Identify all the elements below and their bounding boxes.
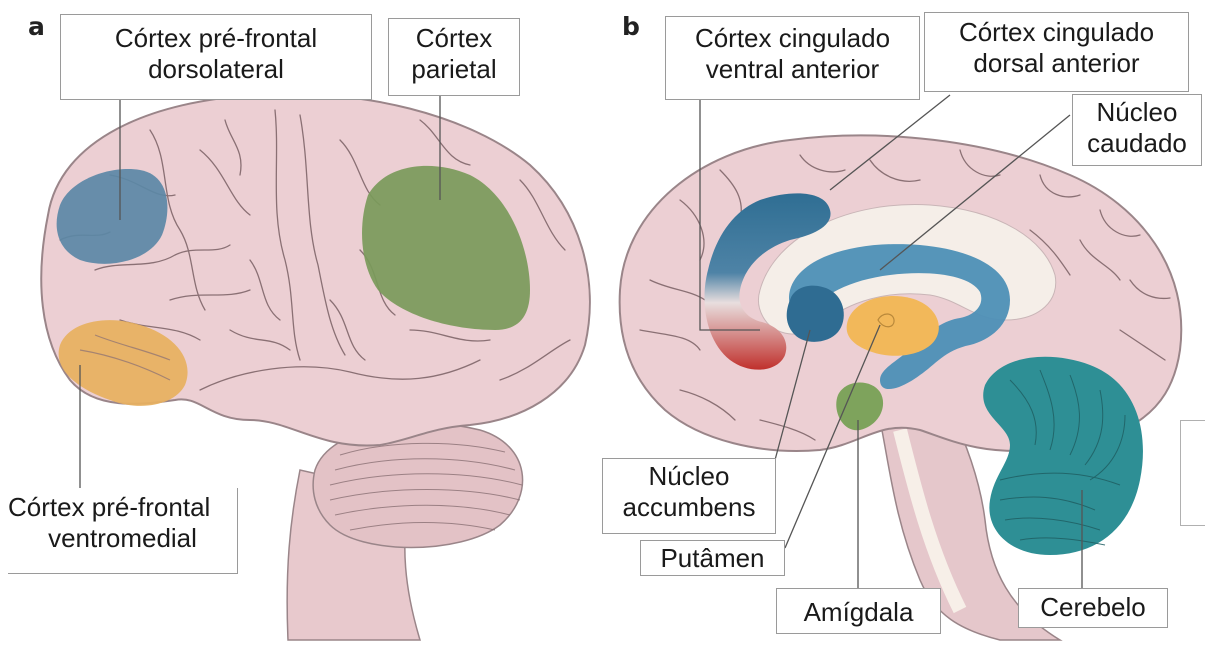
label-accumbens-line1: Núcleo — [603, 461, 775, 492]
label-cerebellum-text: Cerebelo — [1019, 592, 1167, 623]
label-parietal: Córtex parietal — [388, 18, 520, 96]
panel-letter-b: b — [622, 12, 640, 41]
label-accumbens: Núcleo accumbens — [602, 458, 776, 534]
label-putamen-text: Putâmen — [641, 543, 784, 574]
partial-label-box — [1180, 420, 1205, 526]
label-caudate-line2: caudado — [1073, 128, 1201, 159]
label-cerebellum: Cerebelo — [1018, 588, 1168, 628]
label-dlpfc-line1: Córtex pré-frontal — [61, 23, 371, 54]
panel-letter-a: a — [28, 12, 45, 41]
nucleus-accumbens-region — [787, 286, 844, 342]
label-accumbens-line2: accumbens — [603, 492, 775, 523]
cerebellum-sagittal — [983, 357, 1143, 555]
label-vacc-line1: Córtex cingulado — [666, 23, 919, 54]
label-putamen: Putâmen — [640, 540, 785, 576]
label-vmpfc-line1: Córtex pré-frontal — [8, 492, 237, 523]
label-dacc-line1: Córtex cingulado — [925, 17, 1188, 48]
label-dlpfc-line2: dorsolateral — [61, 54, 371, 85]
label-dacc-line2: dorsal anterior — [925, 48, 1188, 79]
label-amygdala-text: Amígdala — [777, 597, 940, 628]
label-parietal-line2: parietal — [389, 54, 519, 85]
label-vacc-line2: ventral anterior — [666, 54, 919, 85]
label-vmpfc: Córtex pré-frontal ventromedial — [8, 488, 238, 574]
label-dacc: Córtex cingulado dorsal anterior — [924, 12, 1189, 92]
label-caudate: Núcleo caudado — [1072, 94, 1202, 166]
label-vmpfc-line2: ventromedial — [8, 523, 237, 554]
label-caudate-line1: Núcleo — [1073, 97, 1201, 128]
label-vacc: Córtex cingulado ventral anterior — [665, 16, 920, 100]
label-amygdala: Amígdala — [776, 588, 941, 634]
putamen-region — [847, 296, 939, 356]
label-dlpfc: Córtex pré-frontal dorsolateral — [60, 14, 372, 100]
label-parietal-line1: Córtex — [389, 23, 519, 54]
